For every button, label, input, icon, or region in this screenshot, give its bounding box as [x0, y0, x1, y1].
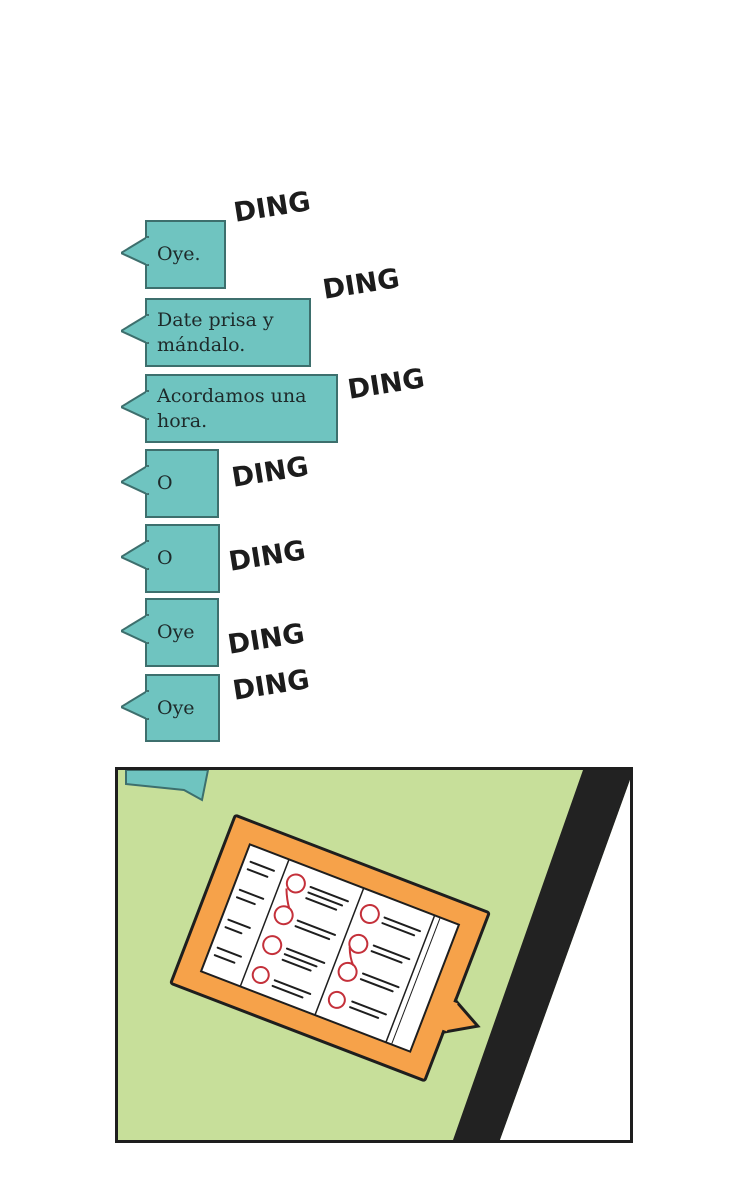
message-bubble-3: Acordamos una hora.	[121, 374, 338, 443]
bubble-tail	[121, 540, 149, 570]
bubble-tail	[121, 690, 149, 720]
message-text: Oye	[157, 696, 195, 719]
sfx-ding: DING	[225, 618, 307, 661]
message-bubble-6: Oye	[121, 598, 219, 667]
bubble-tail	[121, 614, 149, 644]
message-bubble-2: Date prisa y mándalo.	[121, 298, 311, 367]
panel-illustration	[125, 770, 630, 1140]
phone	[169, 814, 491, 1082]
bubble-tail	[121, 465, 149, 495]
sfx-ding: DING	[229, 451, 311, 494]
bubble-fragment	[125, 770, 210, 802]
message-text: O	[157, 472, 173, 494]
white-area	[500, 780, 630, 1140]
sfx-ding: DING	[231, 186, 313, 229]
diagonal-band	[453, 770, 630, 1140]
message-bubble-1: Oye.	[121, 220, 226, 289]
message-text: Oye.	[157, 243, 201, 265]
message-text: Date prisa y mándalo.	[157, 308, 274, 356]
message-bubble-7: Oye	[121, 674, 220, 742]
message-text: O	[157, 547, 173, 569]
sfx-ding: DING	[320, 263, 402, 306]
message-text: Oye	[157, 621, 195, 643]
sfx-ding: DING	[230, 664, 312, 707]
message-bubble-4: O	[121, 449, 219, 518]
sfx-ding: DING	[226, 535, 308, 578]
comic-panel	[115, 767, 633, 1143]
message-text: Acordamos una hora.	[157, 384, 307, 432]
bubble-tail	[121, 236, 149, 266]
bubble-tail	[121, 390, 149, 420]
bubble-tail	[121, 314, 149, 344]
message-bubble-5: O	[121, 524, 220, 593]
sfx-ding: DING	[345, 363, 427, 406]
